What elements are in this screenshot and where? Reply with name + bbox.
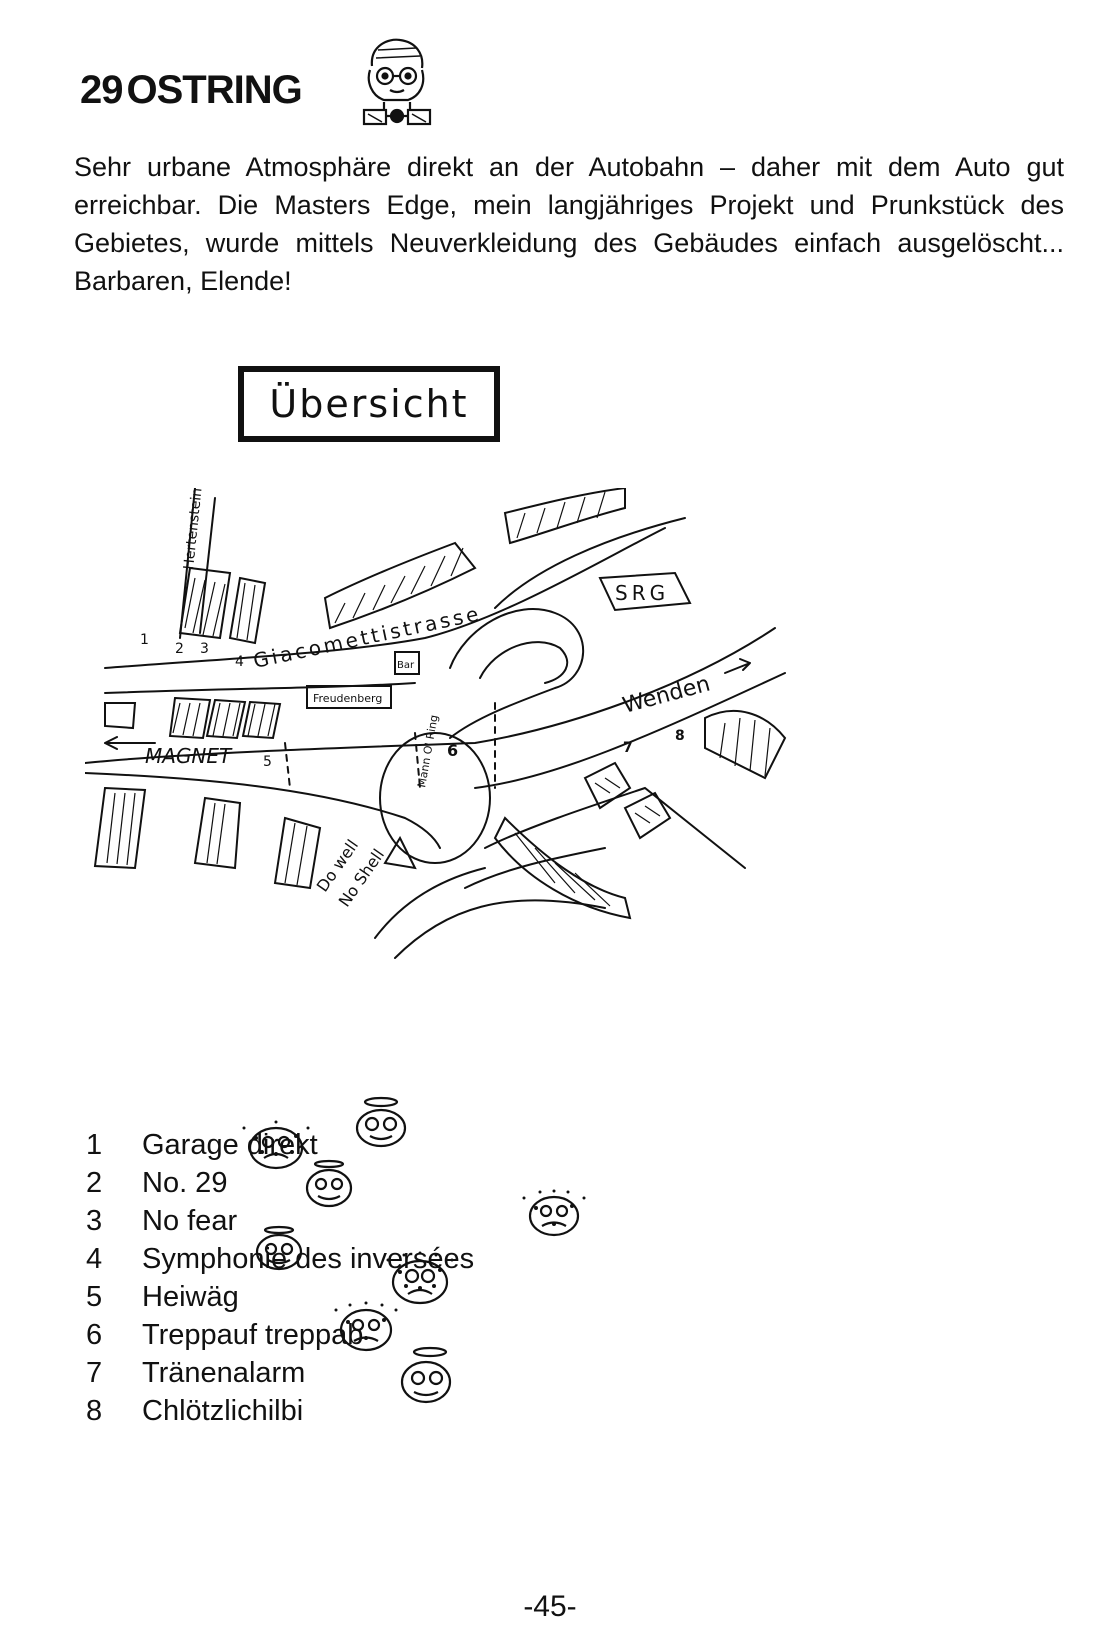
route-number: 7 (86, 1357, 103, 1389)
route-name: Symphonie des inversées (142, 1243, 475, 1275)
easy-face-icon (305, 1159, 353, 1208)
map-marker-6: 6 (447, 741, 458, 760)
list-item: 4 Symphonie des inversées (80, 1240, 474, 1278)
route-name: Tränenalarm (142, 1357, 306, 1389)
route-name: Treppauf treppab (142, 1319, 364, 1351)
route-name: No fear (142, 1205, 238, 1237)
easy-face-icon (400, 1346, 452, 1404)
climber-mascot-icon (362, 38, 432, 126)
list-item: 8 Chlötzlichilbi (80, 1392, 474, 1430)
map-marker-1: 1 (140, 632, 149, 648)
easy-face-icon (355, 1096, 407, 1148)
intro-text: Sehr urbane Atmosphäre direkt an der Aut… (74, 152, 1064, 296)
hard-face-icon (334, 1301, 398, 1352)
area-map: Hertensteinstr. Giacomettistrasse MAGNET… (85, 488, 787, 959)
list-item: 7 Tränenalarm (80, 1354, 474, 1392)
area-name: OSTRING (126, 68, 303, 112)
hard-face-icon (522, 1189, 586, 1237)
route-number: 3 (86, 1205, 103, 1237)
map-marker-3: 3 (200, 641, 209, 657)
hard-face-icon (386, 1251, 454, 1305)
route-number: 5 (86, 1281, 103, 1313)
map-street-left: Hertensteinstr. (181, 488, 208, 570)
map-marker-5: 5 (263, 754, 272, 770)
map-marker-4: 4 (235, 654, 244, 670)
route-number: 4 (86, 1243, 103, 1275)
area-number: 29 (80, 68, 123, 112)
map-marker-2: 2 (175, 641, 184, 657)
list-item: 5 Heiwäg (80, 1278, 474, 1316)
route-number: 8 (86, 1395, 103, 1427)
easy-face-icon (255, 1225, 303, 1271)
overview-heading: Übersicht (238, 366, 500, 442)
map-marker-8: 8 (675, 728, 685, 744)
list-item: 3 No fear (80, 1202, 474, 1240)
map-roundabout-label: Mann O' Ring (415, 714, 441, 789)
list-item: 6 Treppauf treppab (80, 1316, 474, 1354)
route-name: Heiwäg (142, 1281, 239, 1313)
map-magnet-label: MAGNET (145, 744, 233, 768)
map-marker-7: 7 (623, 740, 633, 756)
map-street-main: Giacomettistrasse (251, 601, 483, 673)
list-item: 2 No. 29 (80, 1164, 474, 1202)
hard-face-icon (242, 1120, 310, 1170)
map-shop-label: Freudenberg (313, 692, 382, 705)
route-number: 1 (86, 1129, 103, 1161)
page-number: -45- (523, 1590, 577, 1623)
route-name: No. 29 (142, 1167, 228, 1199)
route-number: 6 (86, 1319, 103, 1351)
route-number: 2 (86, 1167, 103, 1199)
map-bar-label: Bar (397, 660, 415, 671)
route-name: Chlötzlichilbi (142, 1395, 304, 1427)
map-srg-label: SRG (615, 581, 669, 605)
